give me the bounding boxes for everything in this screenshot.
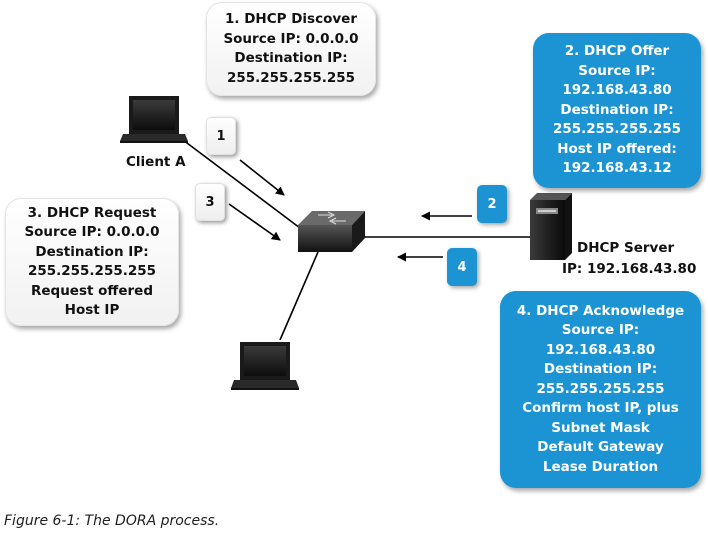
offer-host-ip: 192.168.43.12 — [562, 160, 672, 177]
discover-callout: 1. DHCP Discover Source IP: 0.0.0.0 Dest… — [206, 2, 376, 96]
ack-title: 4. DHCP Acknowledge — [516, 302, 685, 319]
step-3-badge: 3 — [195, 183, 225, 221]
offer-source-label: Source IP: — [578, 62, 656, 79]
ack-lease-line: Lease Duration — [542, 458, 659, 475]
discover-destination-ip: 255.255.255.255 — [226, 69, 356, 86]
acknowledge-callout: 4. DHCP Acknowledge Source IP: 192.168.4… — [500, 291, 701, 488]
client-label: Client A — [126, 154, 186, 170]
request-source-ip: Source IP: 0.0.0.0 — [24, 224, 160, 240]
step-4-badge: 4 — [447, 248, 477, 286]
link-client-switch — [182, 139, 301, 229]
switch-icon — [298, 211, 365, 252]
offer-destination-ip: 255.255.255.255 — [552, 121, 682, 138]
offer-title: 2. DHCP Offer — [564, 43, 670, 60]
offer-source-ip: 192.168.43.80 — [562, 82, 672, 99]
request-callout: 3. DHCP Request Source IP: 0.0.0.0 Desti… — [5, 198, 179, 326]
offer-host-ip-label: Host IP offered: — [557, 140, 677, 157]
step-2-badge: 2 — [477, 185, 507, 223]
arrow-request — [228, 203, 281, 241]
server-ip-label: IP: 192.168.43.80 — [562, 261, 697, 277]
ack-gateway-line: Default Gateway — [537, 439, 664, 456]
step-1-badge: 1 — [206, 117, 236, 155]
request-host-ip-line: Host IP — [64, 302, 120, 318]
discover-title: 1. DHCP Discover — [225, 11, 357, 27]
ack-confirm-line: Confirm host IP, plus — [522, 400, 679, 417]
ack-subnet-line: Subnet Mask — [551, 419, 650, 436]
ack-destination-ip: 255.255.255.255 — [536, 380, 665, 397]
arrow-discover — [239, 159, 285, 196]
request-destination-ip: 255.255.255.255 — [27, 263, 157, 279]
request-offered-line: Request offered — [30, 282, 153, 299]
client-laptop-icon — [120, 96, 188, 143]
offer-destination-label: Destination IP: — [560, 101, 674, 118]
figure-caption: Figure 6-1: The DORA process. — [4, 513, 220, 529]
link-switch-laptop — [279, 251, 319, 341]
laptop-icon — [231, 342, 299, 390]
request-destination-label: Destination IP: — [35, 243, 149, 260]
request-title: 3. DHCP Request — [27, 204, 157, 221]
discover-destination-label: Destination IP: — [234, 50, 348, 66]
dhcp-server-icon — [530, 193, 572, 260]
ack-source-ip: 192.168.43.80 — [545, 341, 656, 358]
ack-source-label: Source IP: — [561, 322, 640, 339]
ack-destination-label: Destination IP: — [543, 361, 658, 378]
server-label: DHCP Server — [577, 240, 675, 256]
offer-callout: 2. DHCP Offer Source IP: 192.168.43.80 D… — [533, 33, 701, 188]
discover-source-ip: Source IP: 0.0.0.0 — [223, 30, 359, 47]
